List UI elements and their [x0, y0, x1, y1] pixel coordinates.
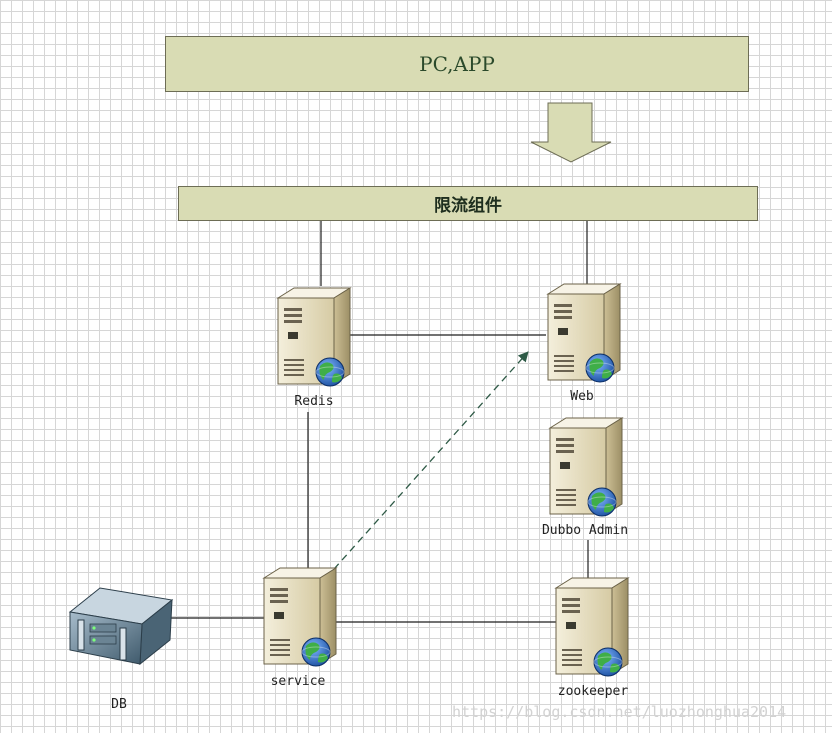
rate-limiter-box: 限流组件 [178, 186, 758, 221]
zookeeper-server-icon [555, 577, 629, 677]
redis-server-icon [277, 287, 351, 387]
web-server-icon [547, 283, 621, 383]
service-label: service [270, 674, 326, 689]
client-box: PC,APP [165, 36, 749, 92]
rack-server-icon [68, 587, 174, 666]
db-label: DB [111, 697, 127, 712]
connection-lines [170, 221, 589, 623]
down-arrow-icon [530, 102, 612, 163]
watermark: https://blog.csdn.net/luozhonghua2014 [452, 703, 787, 721]
dubbo-admin-label: Dubbo Admin [541, 523, 629, 538]
dashed-arrow-service-web [325, 351, 529, 579]
dubbo-admin-server-icon [549, 417, 623, 517]
rate-limiter-label: 限流组件 [434, 196, 502, 216]
web-label: Web [570, 389, 594, 404]
service-server-icon [263, 567, 337, 667]
redis-label: Redis [294, 394, 334, 409]
zookeeper-label: zookeeper [557, 684, 629, 699]
client-label: PC,APP [419, 52, 495, 76]
